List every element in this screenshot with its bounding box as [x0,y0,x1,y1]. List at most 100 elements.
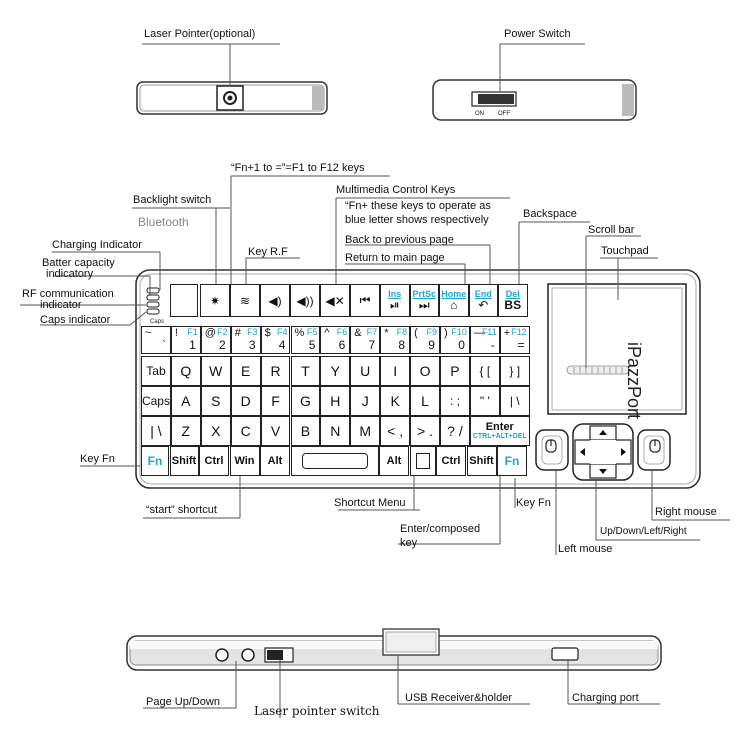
label-fn-note-2: blue letter shows respectively [345,214,489,226]
qwerty-key-11[interactable]: { [ [469,356,500,386]
backlight-icon: ✷ [209,293,221,308]
asdf-key-10[interactable]: : ; [440,386,470,416]
top-key-backlight[interactable]: ✷ [200,284,230,317]
asdf-key-0[interactable]: Caps [141,386,171,416]
bottom-key-win[interactable]: Win [229,446,260,476]
top-fn-key-2[interactable]: Home⌂ [439,284,469,317]
asdf-key-9[interactable]: L [410,386,440,416]
key-shift-char: ( [414,327,418,339]
zxcv-key-4[interactable]: V [260,416,291,446]
zxcv-key-9[interactable]: > . [410,416,440,446]
qwerty-key-4[interactable]: R [260,356,291,386]
space-key[interactable] [290,446,379,476]
bottom-key-shift[interactable]: Shift [169,446,199,476]
asdf-key-1[interactable]: A [170,386,201,416]
qwerty-key-0[interactable]: Tab [141,356,171,386]
shortcut-menu-key[interactable] [409,446,436,476]
key-label: < , [387,422,404,439]
volume-up-icon: ◀)) [296,293,314,308]
bt-key[interactable] [170,284,198,317]
qwerty-key-7[interactable]: U [350,356,381,386]
qwerty-key-9[interactable]: O [410,356,440,386]
wifi-icon: ≋ [239,293,251,308]
zxcv-key-8[interactable]: < , [380,416,411,446]
key-fn-label: F2 [217,327,228,337]
qwerty-key-12[interactable]: } ] [499,356,530,386]
key-shift-char: ~ [145,327,152,339]
bottom-key-shift[interactable]: Shift [466,446,497,476]
zxcv-key-0[interactable]: | \ [141,416,171,446]
qwerty-key-3[interactable]: E [230,356,261,386]
bottom-key-ctrl[interactable]: Ctrl [436,446,466,476]
top-key-volume-down[interactable]: ◀) [260,284,290,317]
qwerty-key-5[interactable]: T [290,356,321,386]
key-label: G [300,392,311,409]
zxcv-key-5[interactable]: B [290,416,321,446]
enter-label: Enter [485,421,514,434]
key-label: Caps [141,393,170,408]
top-fn-key-0[interactable]: Ins⏯ [380,284,410,317]
key-label: C [240,422,251,439]
zxcv-key-6[interactable]: N [320,416,351,446]
key-label: K [390,392,400,409]
key-label: T [301,362,310,379]
number-key-11[interactable]: —-F11 [469,326,500,354]
top-fn-key-1[interactable]: PrtSc⏭ [409,284,439,317]
key-base-char: 7 [368,338,376,352]
leader-lines [20,43,730,718]
top-fn-key-base: BS [504,298,522,312]
top-key-volume-up[interactable]: ◀)) [290,284,320,317]
bottom-key-alt[interactable]: Alt [260,446,290,476]
asdf-key-3[interactable]: D [230,386,261,416]
top-key-mute[interactable]: ◀✕ [320,284,350,317]
asdf-key-7[interactable]: J [350,386,381,416]
number-key-0[interactable]: ~` [141,326,171,354]
label-charging-port: Charging port [572,692,639,704]
qwerty-key-6[interactable]: Y [320,356,351,386]
label-back-prev: Back to previous page [345,234,454,246]
key-shift-char: ^ [324,327,330,339]
qwerty-key-1[interactable]: Q [170,356,201,386]
qwerty-key-2[interactable]: W [200,356,231,386]
asdf-key-4[interactable]: F [260,386,291,416]
key-label: { [ [479,363,491,378]
number-key-12[interactable]: +=F12 [499,326,530,354]
bottom-key-alt[interactable]: Alt [379,446,409,476]
asdf-key-8[interactable]: K [380,386,411,416]
asdf-key-2[interactable]: S [200,386,231,416]
top-fn-key-cyan: Home [441,289,467,299]
top-fn-key-base: ⏭ [418,298,430,312]
qwerty-key-10[interactable]: P [440,356,470,386]
zxcv-key-3[interactable]: C [230,416,261,446]
zxcv-key-2[interactable]: X [200,416,231,446]
zxcv-key-1[interactable]: Z [170,416,201,446]
top-fn-key-3[interactable]: End↶ [468,284,498,317]
top-key-previous-track[interactable]: ⏮ [350,284,380,317]
asdf-key-11[interactable]: " ' [469,386,500,416]
label-page-updown: Page Up/Down [146,696,220,708]
zxcv-key-7[interactable]: M [350,416,381,446]
bottom-key-ctrl[interactable]: Ctrl [199,446,229,476]
top-key-wifi[interactable]: ≋ [230,284,260,317]
bottom-key-fn[interactable]: Fn [497,446,527,476]
zxcv-key-10[interactable]: ? / [440,416,470,446]
qwerty-key-8[interactable]: I [380,356,411,386]
key-label: Y [330,362,340,379]
asdf-key-5[interactable]: G [290,386,321,416]
asdf-key-6[interactable]: H [320,386,351,416]
asdf-key-12[interactable]: | \ [499,386,530,416]
bottom-key-fn[interactable]: Fn [141,446,169,476]
key-base-char: 1 [189,338,196,352]
